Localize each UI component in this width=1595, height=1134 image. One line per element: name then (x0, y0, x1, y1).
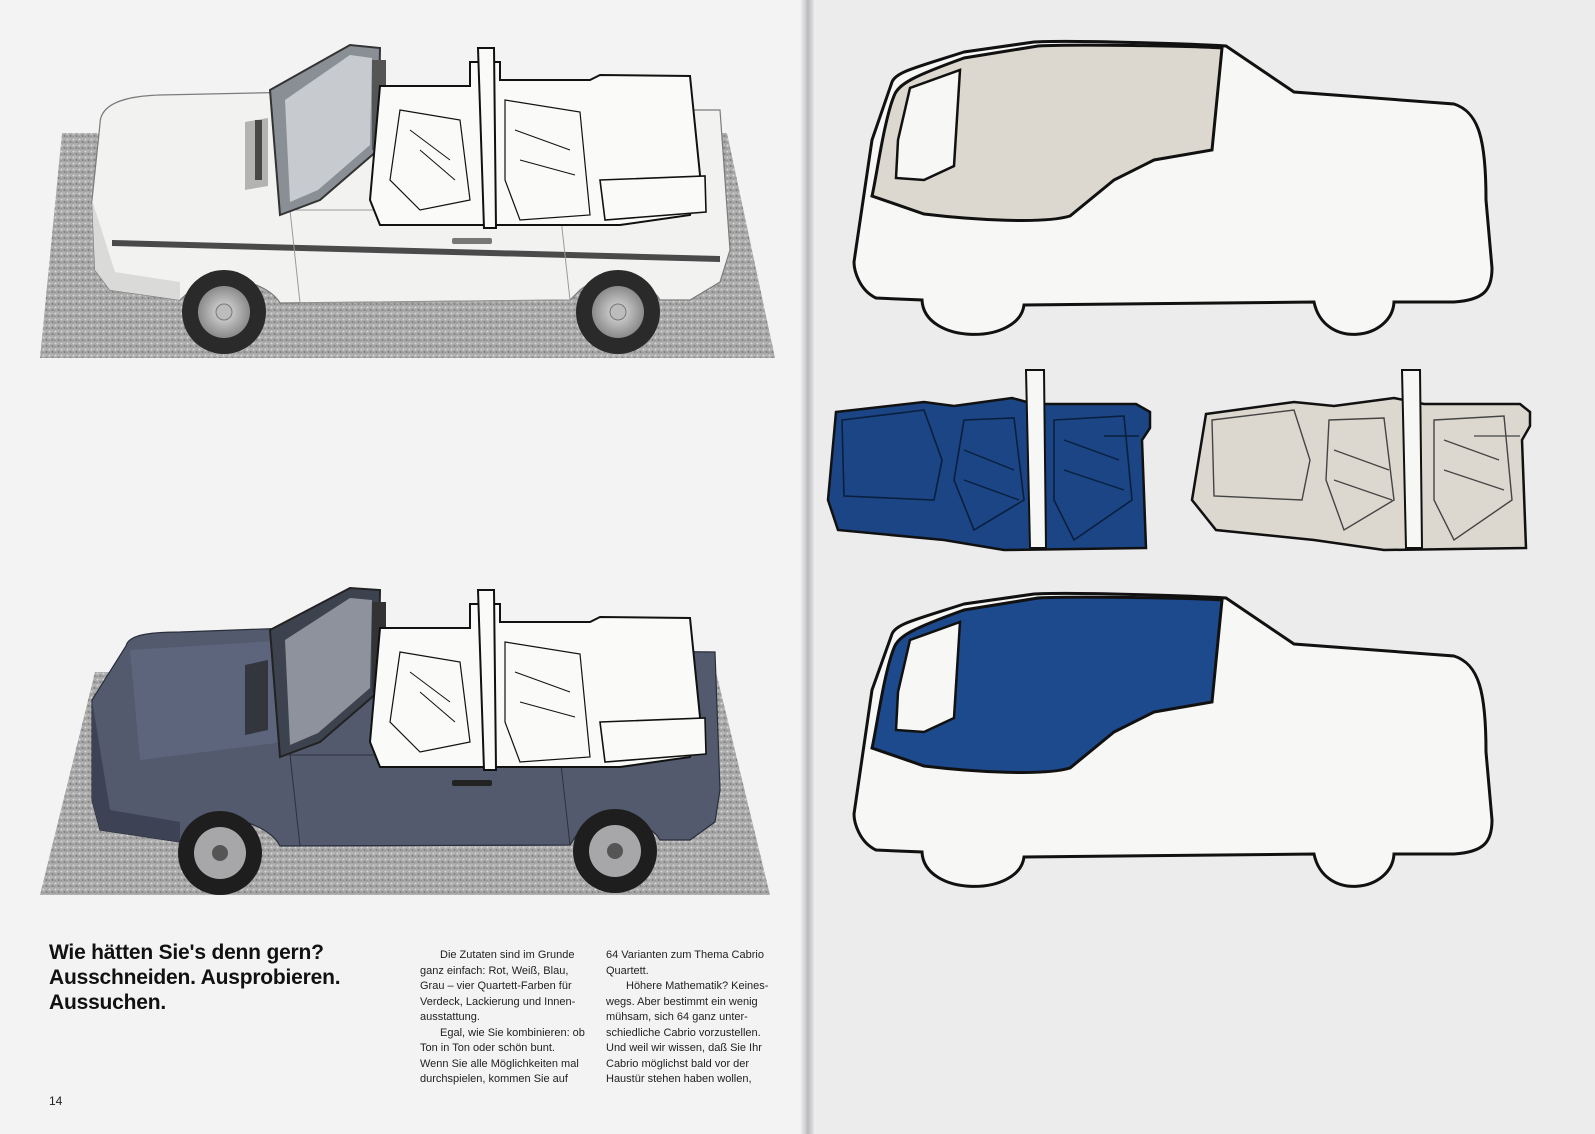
body-line: Wenn Sie alle Möglichkeiten mal (420, 1057, 579, 1070)
body-line: Quartett. (606, 964, 649, 977)
white-car-body (91, 43, 731, 354)
body-line: ausstattung. (420, 1011, 480, 1023)
headline-line-3: Aussuchen. (49, 991, 167, 1014)
page-number: 14 (49, 1094, 63, 1108)
body-line: Cabrio möglichst bald vor der (606, 1057, 750, 1070)
cutout-illustrations (826, 39, 1532, 888)
body-line: Und weil wir wissen, daß Sie Ihr (606, 1042, 762, 1054)
white-cabrio-photo (40, 43, 775, 895)
headline: Wie hätten Sie's denn gern? Ausschneiden… (49, 940, 389, 1015)
body-line: durchspielen, kommen Sie auf (420, 1073, 568, 1085)
body-line: Grau – vier Quartett-Farben für (420, 980, 572, 992)
blue-hood-cutout (852, 591, 1494, 888)
body-line: Höhere Mathematik? Keines- (626, 980, 769, 992)
body-line: Egal, wie Sie kombinieren: ob (440, 1026, 585, 1039)
right-page (814, 0, 1595, 1134)
body-line: schiedliche Cabrio vorzustellen. (606, 1026, 761, 1039)
headline-line-2: Ausschneiden. Ausprobieren. (49, 966, 341, 989)
left-page: Wie hätten Sie's denn gern? Ausschneiden… (40, 43, 792, 1108)
blue-interior-cutout (826, 369, 1152, 552)
body-column-2: 64 Varianten zum Thema Cabrio Quartett. … (606, 948, 792, 1088)
body-column-1: Die Zutaten sind im Grunde ganz einfach:… (420, 948, 590, 1088)
beige-interior-cutout (1190, 369, 1532, 552)
body-line: 64 Varianten zum Thema Cabrio (606, 949, 764, 961)
body-line: Verdeck, Lackierung und Innen- (420, 995, 576, 1008)
beige-hood-cutout (852, 39, 1494, 336)
body-line: Haustür stehen haben wollen, (606, 1073, 752, 1085)
page-gutter (800, 0, 814, 1134)
body-line: ganz einfach: Rot, Weiß, Blau, (420, 964, 569, 977)
headline-line-1: Wie hätten Sie's denn gern? (49, 941, 324, 964)
body-line: wegs. Aber bestimmt ein wenig (606, 995, 758, 1008)
body-line: mühsam, sich 64 ganz unter- (606, 1011, 748, 1023)
body-line: Ton in Ton oder schön bunt. (420, 1042, 555, 1054)
body-line: Die Zutaten sind im Grunde (440, 949, 575, 961)
grey-blue-car-body (91, 586, 721, 895)
